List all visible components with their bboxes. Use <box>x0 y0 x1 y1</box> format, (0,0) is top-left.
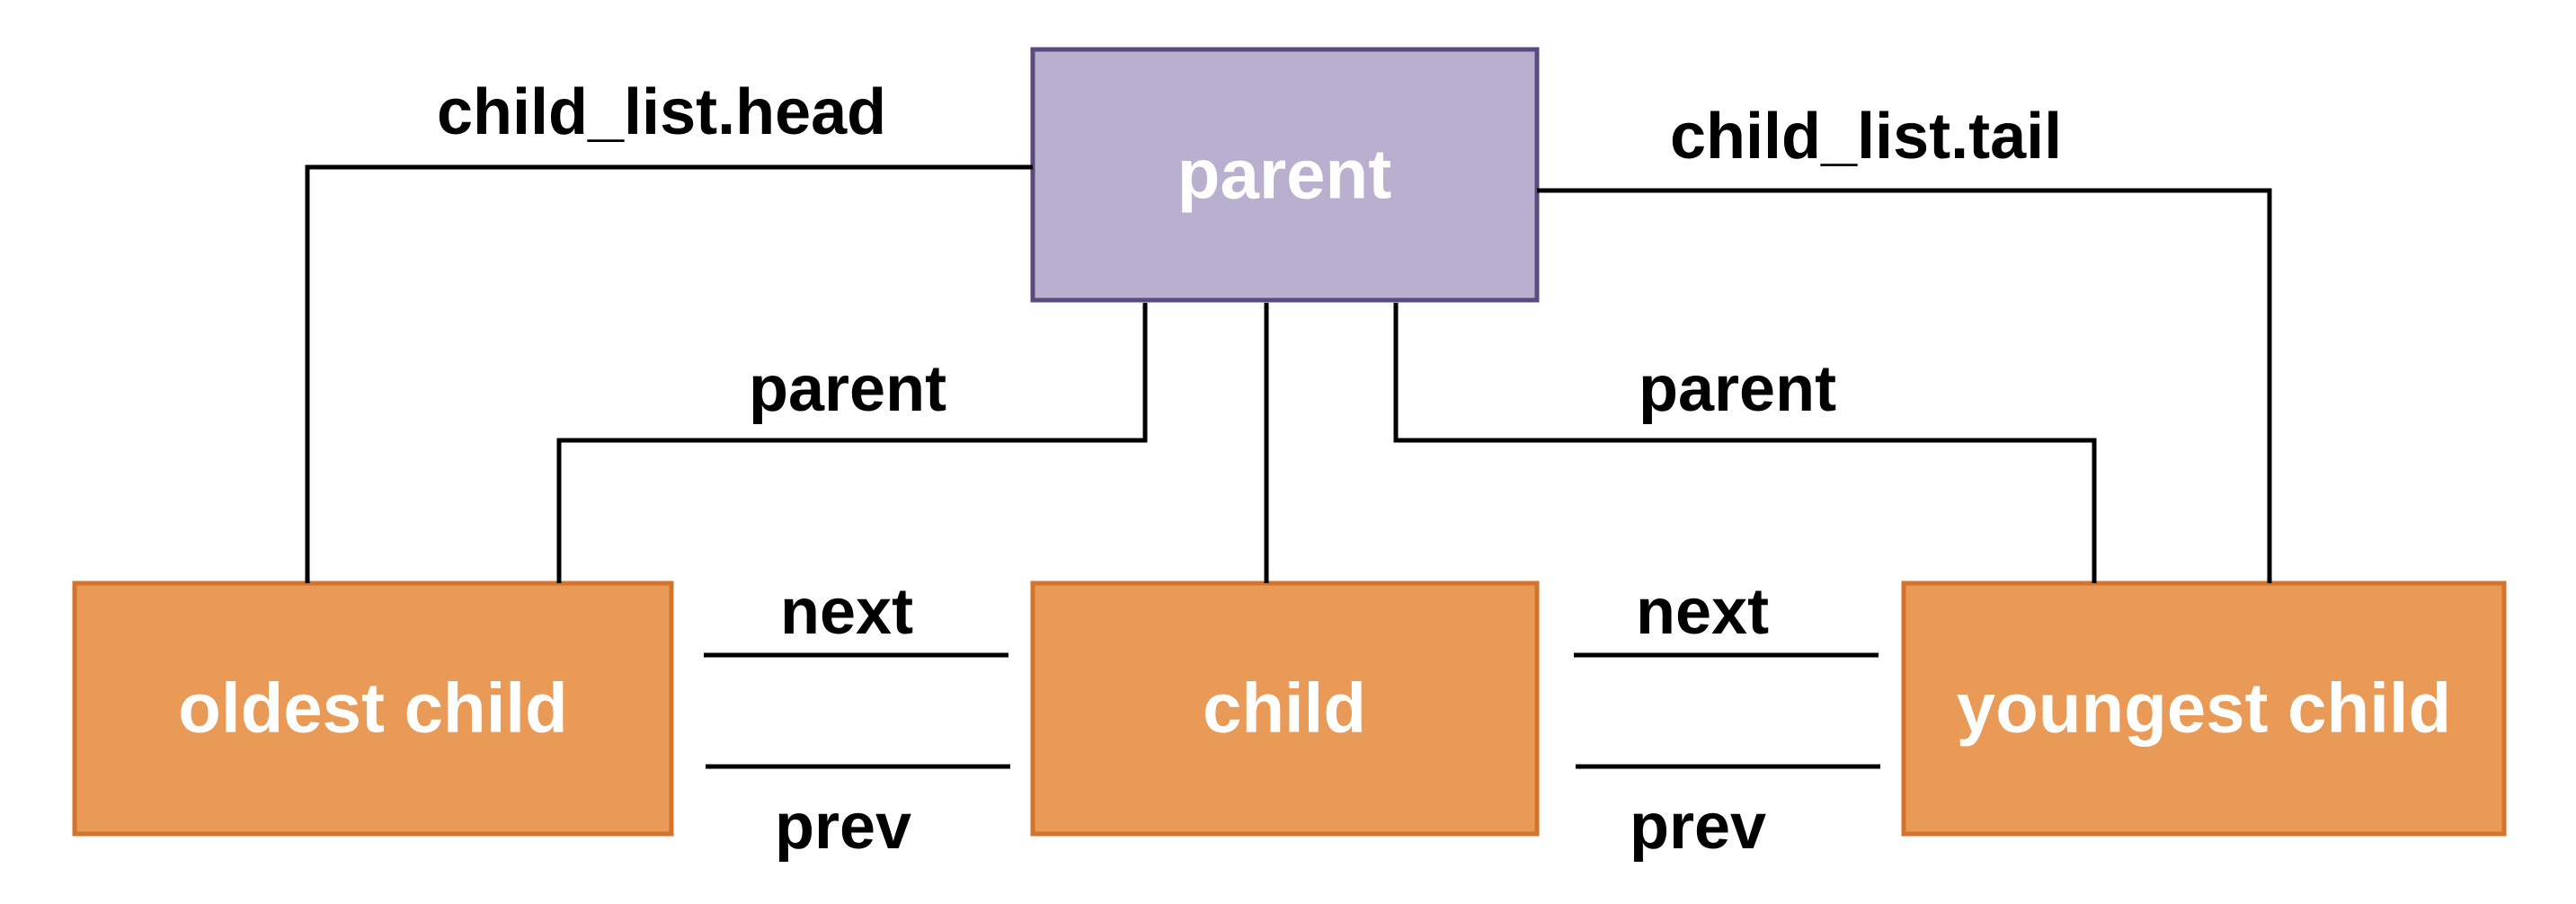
child-list-head-label: child_list.head <box>437 76 886 148</box>
child-node: child <box>1030 581 1540 837</box>
next-label-left: next <box>780 576 913 648</box>
oldest-child-node: oldest child <box>72 581 674 837</box>
parent-node: parent <box>1030 47 1540 303</box>
parent-edge-label-left: parent <box>749 353 946 425</box>
next-label-right: next <box>1636 576 1769 648</box>
child-list-tail-edge <box>1537 188 2272 584</box>
oldest-child-label: oldest child <box>178 669 567 748</box>
parent-label: parent <box>1177 135 1391 214</box>
oldest-child-box <box>72 581 674 837</box>
prev-label-left: prev <box>775 791 911 863</box>
youngest-to-parent-edge <box>1393 302 2097 583</box>
youngest-child-box <box>1901 581 2507 837</box>
youngest-child-node: youngest child <box>1901 581 2507 837</box>
child-list-tail-label: child_list.tail <box>1670 101 2062 173</box>
child-box <box>1030 581 1540 837</box>
parent-edge-label-right: parent <box>1639 353 1836 425</box>
parent-box <box>1030 47 1540 303</box>
child-label: child <box>1203 669 1366 748</box>
oldest-to-parent-edge <box>556 302 1148 583</box>
youngest-child-label: youngest child <box>1957 669 2451 748</box>
prev-label-right: prev <box>1630 791 1766 863</box>
child-list-head-edge <box>305 164 1033 584</box>
